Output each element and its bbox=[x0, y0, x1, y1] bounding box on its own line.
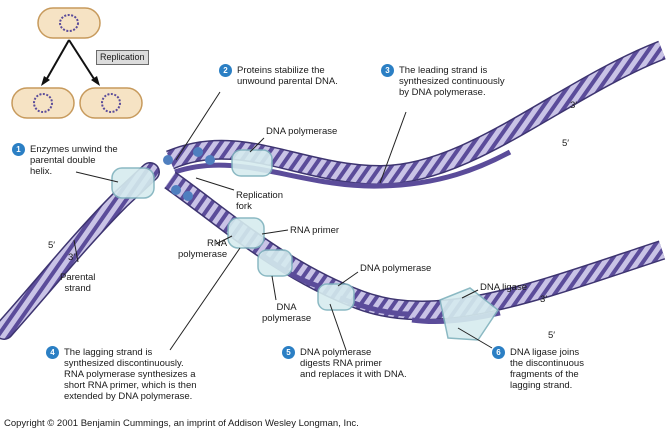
inset-cells bbox=[11, 7, 143, 119]
daughter-chromosome-right bbox=[101, 93, 121, 113]
leader-line bbox=[73, 239, 79, 263]
leading-strand-new bbox=[174, 149, 512, 189]
step-4-badge: 4 bbox=[46, 346, 59, 359]
copyright-notice: Copyright © 2001 Benjamin Cummings, an i… bbox=[4, 418, 359, 429]
dna-polymerase-lower bbox=[257, 249, 293, 277]
leader-line bbox=[169, 247, 241, 351]
rna-polymerase-label: RNA polymerase bbox=[178, 238, 228, 260]
leader-line bbox=[329, 303, 347, 351]
ssb-protein-icon bbox=[193, 147, 203, 157]
parent-chromosome bbox=[59, 14, 79, 32]
step-3-text: The leading strand is synthesized contin… bbox=[399, 65, 505, 98]
inset-arrow-right-head bbox=[91, 76, 100, 86]
step-1-badge: 1 bbox=[12, 143, 25, 156]
helicase-enzyme bbox=[111, 167, 155, 199]
leader-line bbox=[175, 91, 221, 161]
leader-line bbox=[215, 235, 233, 245]
leader-line bbox=[457, 327, 493, 349]
parent-cell bbox=[37, 7, 101, 39]
lagging-strand-helix-fill bbox=[165, 173, 665, 319]
step-2-text: Proteins stabilize the unwound parental … bbox=[237, 65, 338, 87]
inset-arrow-left bbox=[44, 39, 70, 83]
rna-primer-label: RNA primer bbox=[290, 225, 340, 236]
daughter-chromosome-left bbox=[33, 93, 53, 113]
dna-polymerase-mid bbox=[317, 283, 355, 311]
ssb-protein-icon bbox=[163, 155, 173, 165]
ssb-proteins bbox=[163, 147, 215, 201]
prime-3-bottom: 3′ bbox=[540, 294, 548, 305]
dna-polymerase-lower-label: DNA polymerase bbox=[262, 302, 312, 324]
leader-lines bbox=[73, 91, 493, 351]
prime-5-left: 5′ bbox=[48, 240, 56, 251]
rna-polymerase-enzyme bbox=[227, 217, 265, 249]
replication-label: Replication bbox=[96, 50, 149, 65]
parental-helix-fill bbox=[0, 163, 159, 339]
dna-polymerase-top-label: DNA polymerase bbox=[266, 126, 338, 137]
step-2-badge: 2 bbox=[219, 64, 232, 77]
leader-line bbox=[249, 137, 265, 153]
step-4-text: The lagging strand is synthesized discon… bbox=[64, 347, 197, 402]
daughter-cell-left bbox=[11, 87, 75, 119]
prime-5-top: 5′ bbox=[562, 138, 570, 149]
ssb-protein-icon bbox=[171, 185, 181, 195]
inset-arrow-left-head bbox=[41, 76, 50, 86]
leader-line bbox=[261, 229, 289, 235]
replication-fork-label: Replication fork bbox=[236, 190, 283, 212]
leader-line bbox=[379, 111, 407, 184]
step-5-badge: 5 bbox=[282, 346, 295, 359]
ssb-protein-icon bbox=[205, 155, 215, 165]
prime-3-left: 3′ bbox=[68, 252, 76, 263]
leader-line bbox=[461, 289, 479, 299]
inset-arrow-right bbox=[68, 39, 97, 83]
dna-polymerase-top bbox=[231, 149, 273, 177]
step-5-text: DNA polymerase digests RNA primer and re… bbox=[300, 347, 407, 380]
parental-strand-label: Parental strand bbox=[60, 272, 96, 294]
ssb-protein-icon bbox=[183, 191, 193, 201]
prime-5-bottom: 5′ bbox=[548, 330, 556, 341]
dna-ligase-label: DNA ligase bbox=[480, 282, 527, 293]
dna-ligase-enzyme bbox=[439, 287, 500, 341]
step-6-text: DNA ligase joins the discontinuous fragm… bbox=[510, 347, 584, 391]
leader-line bbox=[195, 177, 235, 191]
leader-line bbox=[337, 271, 359, 287]
daughter-cell-right bbox=[79, 87, 143, 119]
prime-3-top: 3′ bbox=[570, 100, 578, 111]
step-1-text: Enzymes unwind the parental double helix… bbox=[30, 144, 118, 177]
step-6-badge: 6 bbox=[492, 346, 505, 359]
leader-line bbox=[75, 171, 119, 183]
leader-line bbox=[271, 275, 277, 301]
enzymes bbox=[111, 149, 500, 341]
step-3-badge: 3 bbox=[381, 64, 394, 77]
dna-polymerase-mid-label: DNA polymerase bbox=[360, 263, 432, 274]
